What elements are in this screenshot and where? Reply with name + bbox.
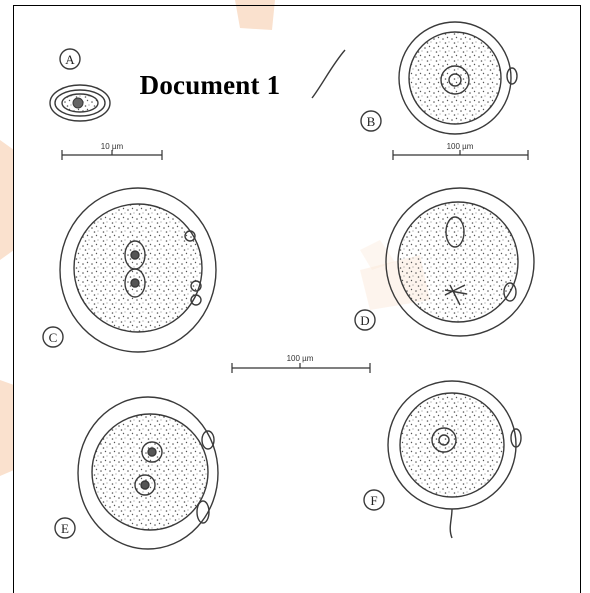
panel-c (43, 188, 216, 352)
panel-b-polar-body (507, 68, 517, 84)
scale-bar-a-label: 10 µm (101, 142, 124, 151)
scale-bar-b (393, 150, 528, 160)
panel-f-sperm-tail (450, 509, 452, 538)
panel-a-flagellum (312, 50, 345, 98)
panel-b (361, 22, 517, 134)
panel-e (55, 397, 218, 549)
panel-b-letter: B (367, 114, 376, 129)
document-title: Document 1 (115, 64, 305, 106)
panel-b-cytoplasm (409, 32, 501, 124)
panel-c-letter: C (49, 330, 58, 345)
panel-a-letter: A (65, 52, 75, 67)
panel-e-letter: E (61, 521, 69, 536)
panel-d (355, 188, 534, 336)
panel-f-letter: F (370, 493, 377, 508)
scale-bar-b-label: 100 µm (447, 142, 474, 151)
scale-bar-middle-label: 100 µm (287, 354, 314, 363)
scale-bar-a (62, 150, 162, 160)
panel-f-cytoplasm (400, 393, 504, 497)
panel-f (364, 381, 521, 538)
panel-d-cytoplasm (398, 202, 518, 322)
scale-bar-middle (232, 363, 370, 373)
panel-e-cytoplasm (92, 414, 208, 530)
panel-d-letter: D (360, 313, 369, 328)
